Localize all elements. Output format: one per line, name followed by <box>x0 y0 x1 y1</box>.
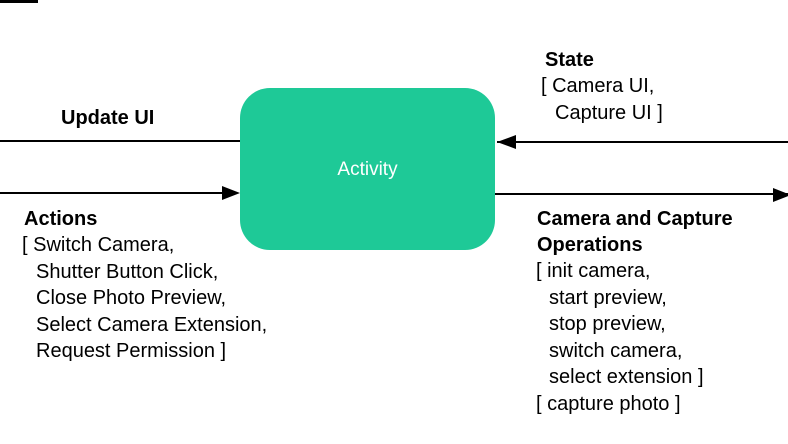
operations-list-item: select extension ] <box>549 366 704 389</box>
operations-arrowhead-icon <box>773 188 788 202</box>
actions-list-item: [ Switch Camera, <box>22 234 175 256</box>
state-arrowhead-icon <box>497 135 516 149</box>
actions-list-item: Shutter Button Click, <box>36 260 219 283</box>
actions-list-item: Select Camera Extension, <box>36 313 268 336</box>
state-list-item: Capture UI ] <box>555 101 663 124</box>
actions-list-item: Close Photo Preview, <box>36 287 227 310</box>
operations-list: [ init camera, start preview, stop previ… <box>536 258 704 418</box>
operations-list-item: [ capture photo ] <box>536 392 681 415</box>
state-list-item: [ Camera UI, <box>541 75 655 97</box>
operations-list-item: stop preview, <box>549 313 666 336</box>
operations-list-item: [ init camera, <box>536 260 651 282</box>
top-left-crop-bar <box>0 0 38 3</box>
operations-label: Camera and Capture Operations <box>537 208 733 256</box>
state-label: State <box>545 49 594 71</box>
update-ui-arrow-line <box>0 140 241 142</box>
actions-arrow-line <box>0 192 226 194</box>
state-list: [ Camera UI, Capture UI ] <box>541 73 663 126</box>
operations-list-item: switch camera, <box>549 339 683 362</box>
operations-list-item: start preview, <box>549 286 667 309</box>
actions-list: [ Switch Camera, Shutter Button Click, C… <box>22 232 267 365</box>
update-ui-label: Update UI <box>61 107 155 129</box>
activity-node: Activity <box>240 88 495 250</box>
activity-node-label: Activity <box>337 158 398 180</box>
actions-arrowhead-icon <box>222 186 240 200</box>
actions-list-item: Request Permission ] <box>36 340 227 363</box>
actions-label: Actions <box>24 208 98 230</box>
operations-arrow-line <box>495 193 788 195</box>
state-arrow-line <box>497 141 788 143</box>
